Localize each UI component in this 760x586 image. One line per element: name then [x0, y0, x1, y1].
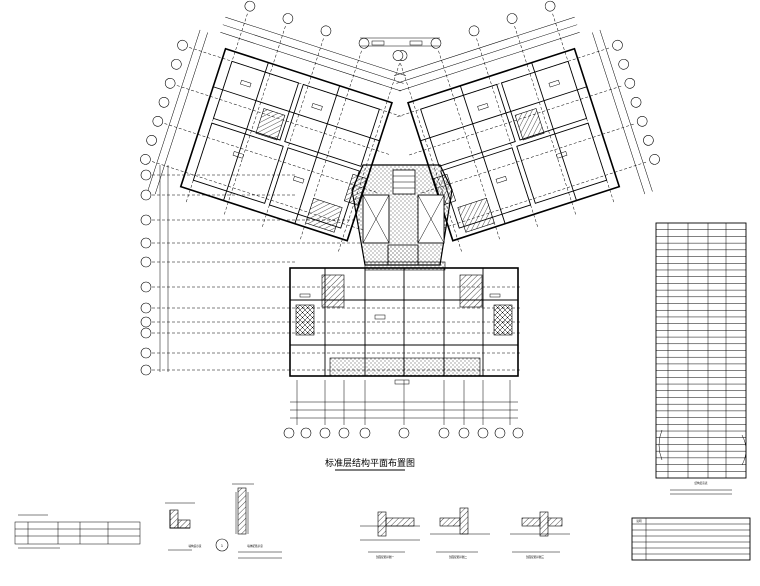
table-caption: 结构层高表: [695, 481, 708, 485]
detail-caption-2: 墙体配筋示意: [247, 544, 263, 548]
notes-box: [631, 517, 751, 561]
lower-block: [283, 261, 524, 439]
section-detail-1: [360, 511, 420, 553]
bottom-grid-ticks: [296, 380, 511, 425]
floor-height-table: [655, 222, 747, 479]
notes-heading: 说明: [636, 519, 642, 523]
section-caption-2: 剖面配筋详图二: [449, 555, 468, 559]
section-caption-1: 剖面配筋详图一: [376, 555, 395, 559]
horizontal-grid-axes: [140, 165, 520, 376]
central-core: [351, 37, 453, 266]
detail-marker: 1: [221, 544, 223, 548]
left-wing: [140, 0, 408, 254]
detail-caption-1: 墙构造示意: [189, 544, 202, 548]
section-detail-3: [510, 511, 570, 553]
section-detail-2: [430, 507, 490, 553]
legend-table: [14, 514, 141, 549]
section-caption-3: 剖面配筋详图三: [526, 555, 545, 559]
wall-detail-1: [165, 502, 195, 551]
drawing-title: 标准层结构平面布置图: [325, 457, 415, 469]
wall-detail-2: 1: [215, 483, 282, 559]
